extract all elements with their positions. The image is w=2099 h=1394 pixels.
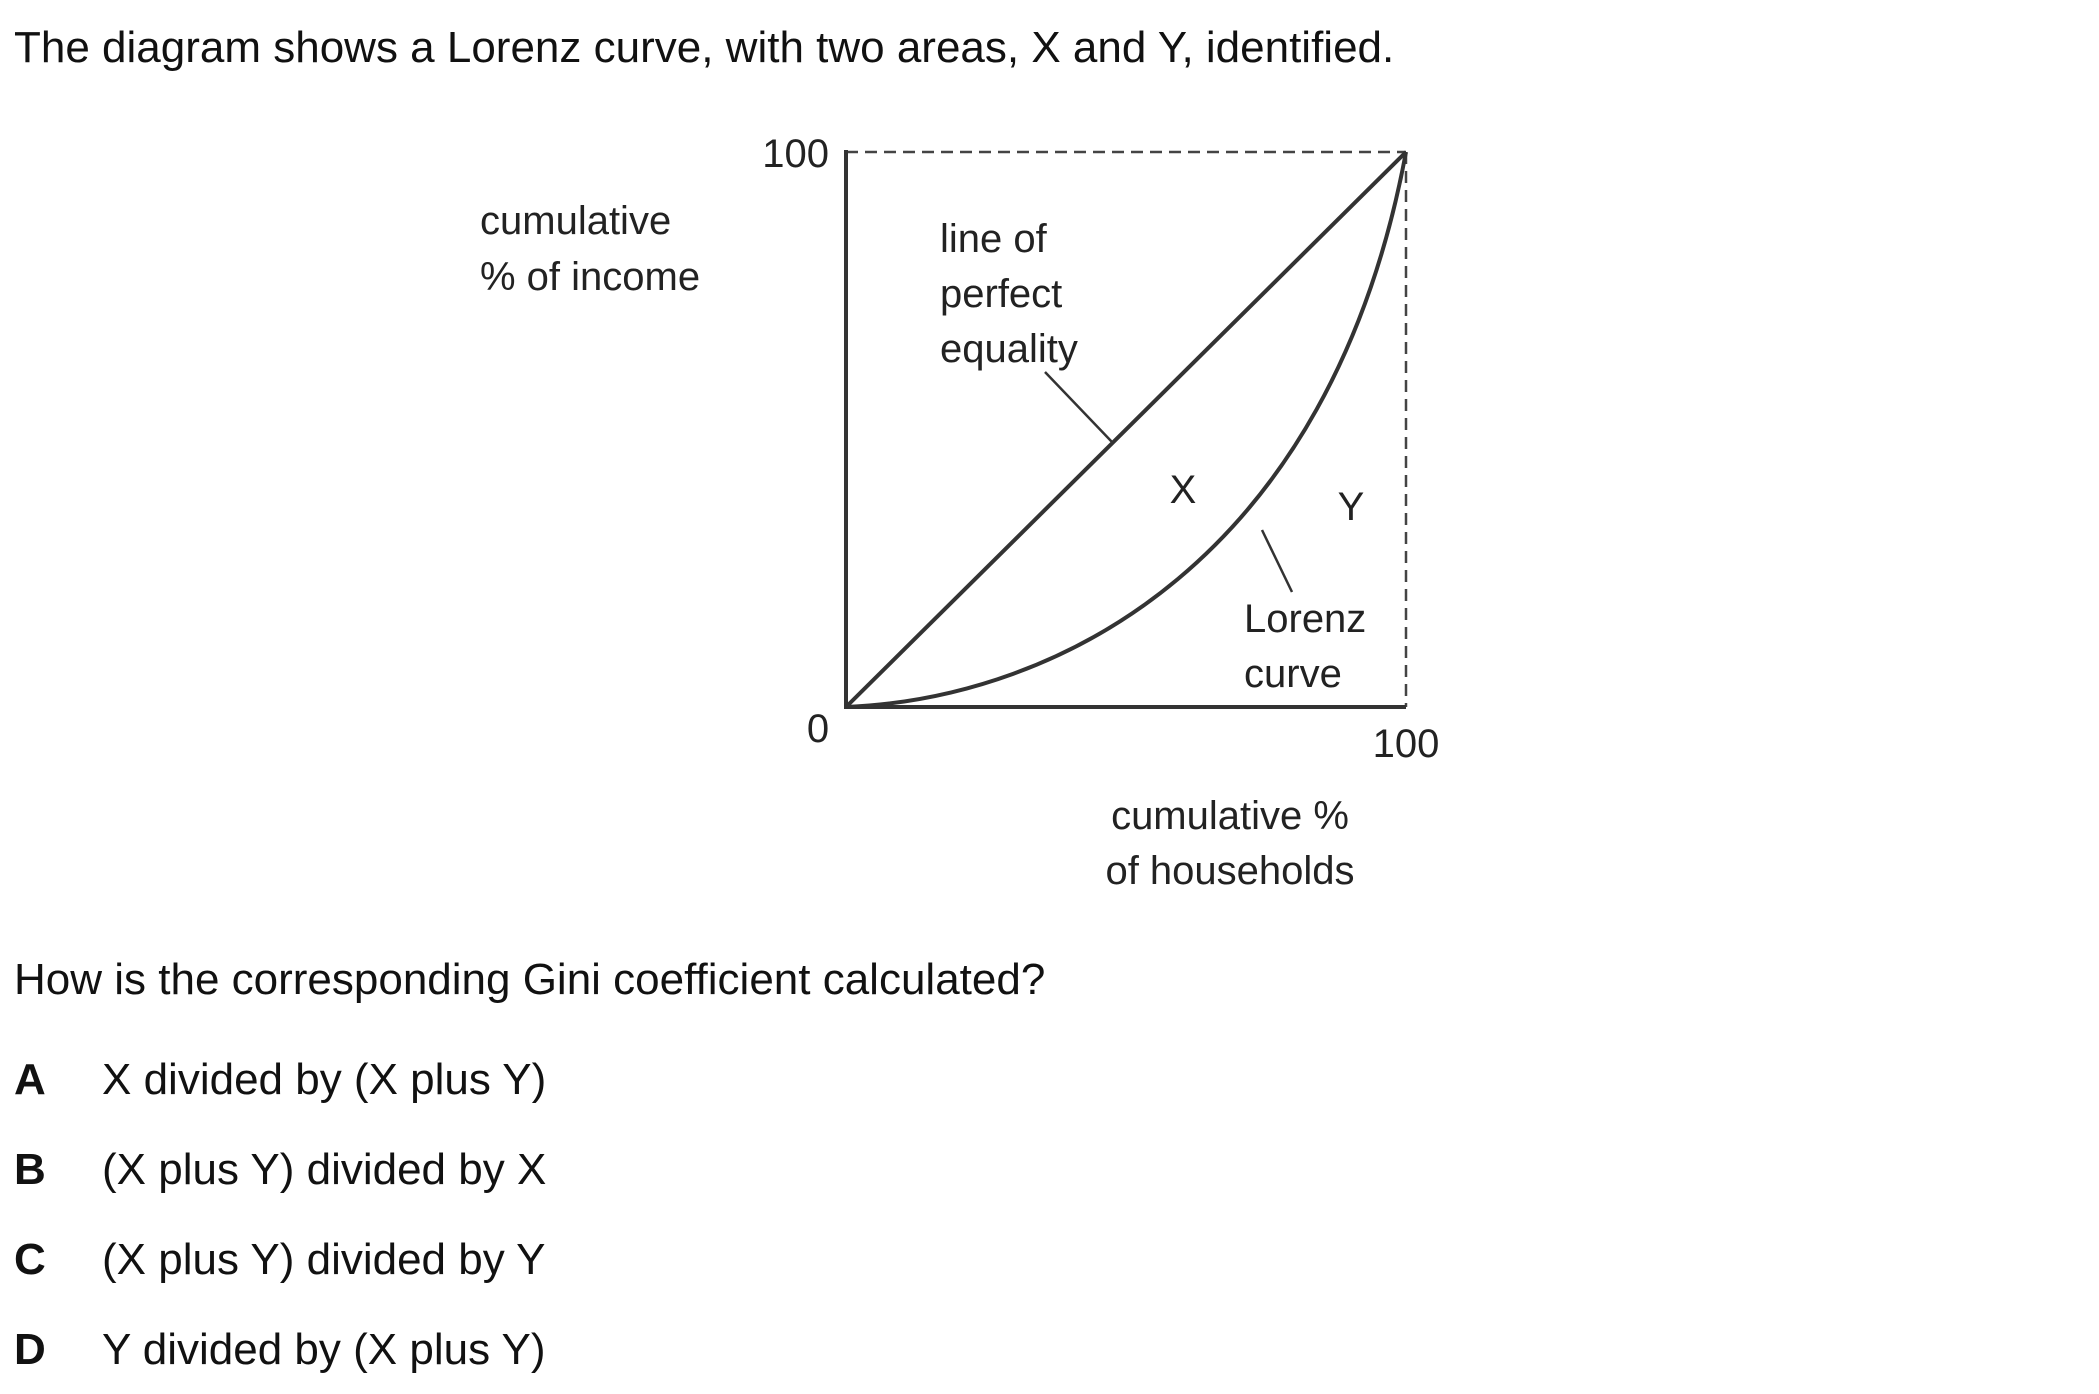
lorenz-label-pointer [1260, 529, 1294, 593]
x-axis-label-line1: cumulative % [1111, 794, 1349, 838]
y-axis-label-line1: cumulative [480, 199, 671, 243]
option-text: Y divided by (X plus Y) [102, 1325, 546, 1374]
lorenz-diagram: cumulative % of income 100 0 100 cumulat… [480, 132, 1440, 893]
option-letter: A [14, 1055, 46, 1104]
option-letter: B [14, 1145, 46, 1194]
line-of-perfect-equality [844, 150, 1408, 709]
lorenz-label-line2: curve [1244, 652, 1342, 696]
equality-label-line3: equality [940, 327, 1078, 371]
question-text: How is the corresponding Gini coefficien… [14, 955, 1046, 1004]
option-letter: C [14, 1235, 46, 1284]
option-text: (X plus Y) divided by X [102, 1145, 547, 1194]
area-x-label: X [1170, 468, 1197, 512]
equality-label-pointer [1044, 371, 1113, 443]
intro-text: The diagram shows a Lorenz curve, with t… [14, 23, 1395, 72]
y-axis-label-line2: % of income [480, 255, 700, 299]
y-axis-max-tick: 100 [762, 132, 829, 176]
x-axis-max-tick: 100 [1373, 722, 1440, 766]
equality-label-line1: line of [940, 217, 1048, 261]
lorenz-curve [845, 151, 1408, 709]
option-letter: D [14, 1325, 46, 1374]
equality-label-line2: perfect [940, 272, 1062, 316]
origin-tick: 0 [807, 707, 829, 751]
area-y-label: Y [1338, 485, 1365, 529]
x-axis-label-line2: of households [1105, 849, 1354, 893]
option-text: (X plus Y) divided by Y [102, 1235, 546, 1284]
lorenz-label-line1: Lorenz [1244, 597, 1366, 641]
option-text: X divided by (X plus Y) [102, 1055, 547, 1104]
